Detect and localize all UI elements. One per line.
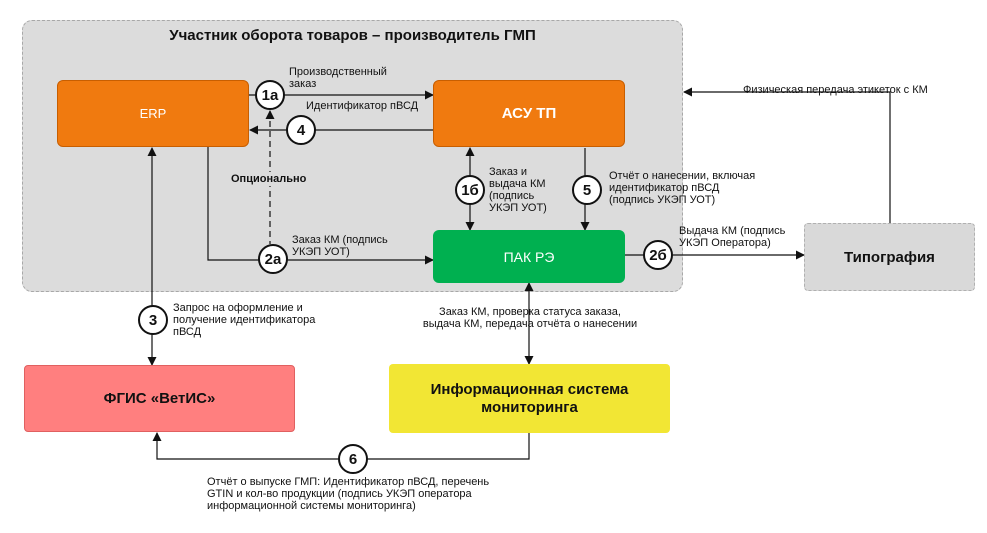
step-1a-label: Производственный заказ — [289, 66, 387, 90]
step-5-label: Отчёт о нанесении, включая идентификатор… — [609, 170, 756, 206]
asu-tp-label: АСУ ТП — [501, 105, 557, 122]
step-1b-circle: 1б — [455, 175, 485, 205]
step-2a-label: Заказ КМ (подпись УКЭП УОТ) — [292, 234, 388, 258]
step-4-circle: 4 — [286, 115, 316, 145]
fgis-label: ФГИС «ВетИС» — [103, 390, 216, 407]
erp-label: ERP — [139, 106, 167, 121]
optional-label: Опционально — [229, 172, 323, 186]
fgis-box: ФГИС «ВетИС» — [24, 365, 295, 432]
step-1a-circle: 1а — [255, 80, 285, 110]
typography-label: Типография — [844, 248, 935, 266]
arrow-2a — [207, 147, 434, 265]
step-2b-circle: 2б — [643, 240, 673, 270]
pak-re-box: ПАК РЭ — [433, 230, 625, 283]
typography-box: Типография — [804, 223, 975, 291]
step-6-label: Отчёт о выпуске ГМП: Идентификатор пВСД,… — [207, 476, 490, 512]
step-5-circle: 5 — [572, 175, 602, 205]
step-3-circle: 3 — [138, 305, 168, 335]
step-3-label: Запрос на оформление и получение идентиф… — [173, 302, 316, 338]
asu-tp-box: АСУ ТП — [433, 80, 625, 147]
ism-link-label: Заказ КМ, проверка статуса заказа, выдач… — [422, 306, 638, 330]
erp-box: ERP — [57, 80, 249, 147]
participant-area-title: Участник оборота товаров – производитель… — [169, 27, 536, 44]
ism-label: Информационная система мониторинга — [430, 380, 629, 416]
step-2a-circle: 2а — [258, 244, 288, 274]
step-4-label: Идентификатор пВСД — [306, 100, 419, 112]
step-1b-label: Заказ и выдача КМ (подпись УКЭП УОТ) — [489, 166, 547, 214]
pak-re-label: ПАК РЭ — [503, 248, 555, 265]
step-6-circle: 6 — [338, 444, 368, 474]
physical-transfer-label: Физическая передача этикеток с КМ — [743, 84, 928, 96]
arrow-physical — [683, 87, 891, 223]
step-2b-label: Выдача КМ (подпись УКЭП Оператора) — [679, 225, 786, 249]
ism-box: Информационная система мониторинга — [389, 364, 670, 433]
